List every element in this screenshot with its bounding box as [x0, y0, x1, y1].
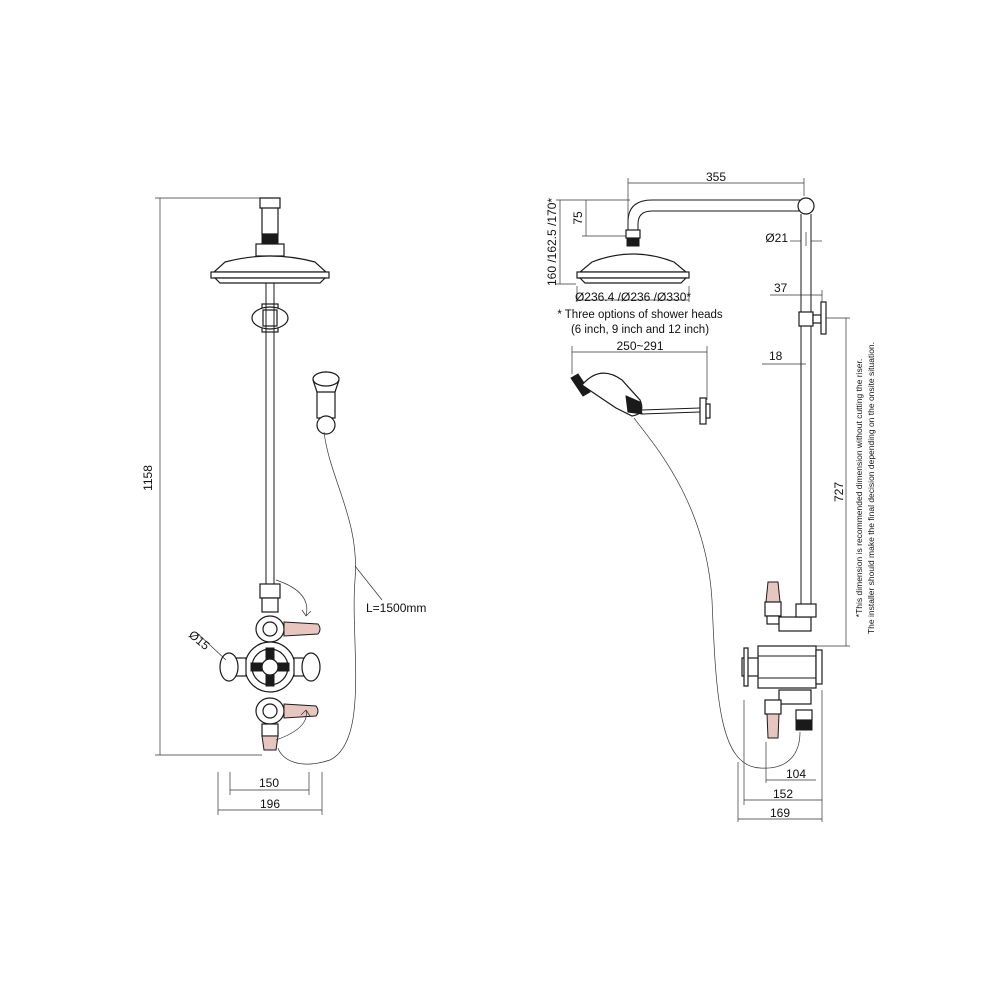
riser-note-2: The installer should make the final deci… [866, 342, 876, 634]
dim-bracket-18: 18 [769, 349, 783, 363]
dim-width-196: 196 [260, 797, 280, 811]
dim-head-heights: 160 /162.5 /170* [545, 198, 559, 286]
dim-dia-15: Ø15 [186, 628, 213, 654]
dim-depth-104: 104 [786, 767, 806, 781]
dim-depth-152: 152 [773, 787, 793, 801]
dim-height-1158: 1158 [141, 465, 155, 491]
front-view: 1158 Ø15 [141, 197, 426, 815]
handset-face-front [312, 371, 340, 387]
dim-head-diameters: Ø236.4 /Ø236 /Ø330* [575, 290, 691, 304]
note-head-options-1: * Three options of shower heads [557, 309, 723, 321]
dim-riser-dia: Ø21 [765, 231, 788, 245]
dim-drop-75: 75 [571, 211, 585, 225]
dim-riser-727: 727 [832, 482, 846, 502]
hose-side [633, 417, 801, 769]
dim-bracket-37: 37 [774, 281, 788, 295]
dim-handset-reach: 250~291 [616, 339, 663, 353]
dim-depth-169: 169 [770, 806, 790, 820]
hose-length-label: L=1500mm [366, 601, 426, 615]
side-view: 355 160 /162.5 /170* 75 Ø236.4 /Ø236 /Ø3… [545, 170, 876, 822]
shower-head-side [578, 253, 688, 273]
note-head-options-2: (6 inch, 9 inch and 12 inch) [571, 324, 709, 336]
shower-head-front [212, 255, 328, 273]
dim-arm-355: 355 [706, 170, 726, 184]
hose-front [277, 431, 357, 765]
dim-width-150: 150 [259, 776, 279, 790]
riser-note-1: *This dimension is recommended dimension… [854, 359, 864, 617]
